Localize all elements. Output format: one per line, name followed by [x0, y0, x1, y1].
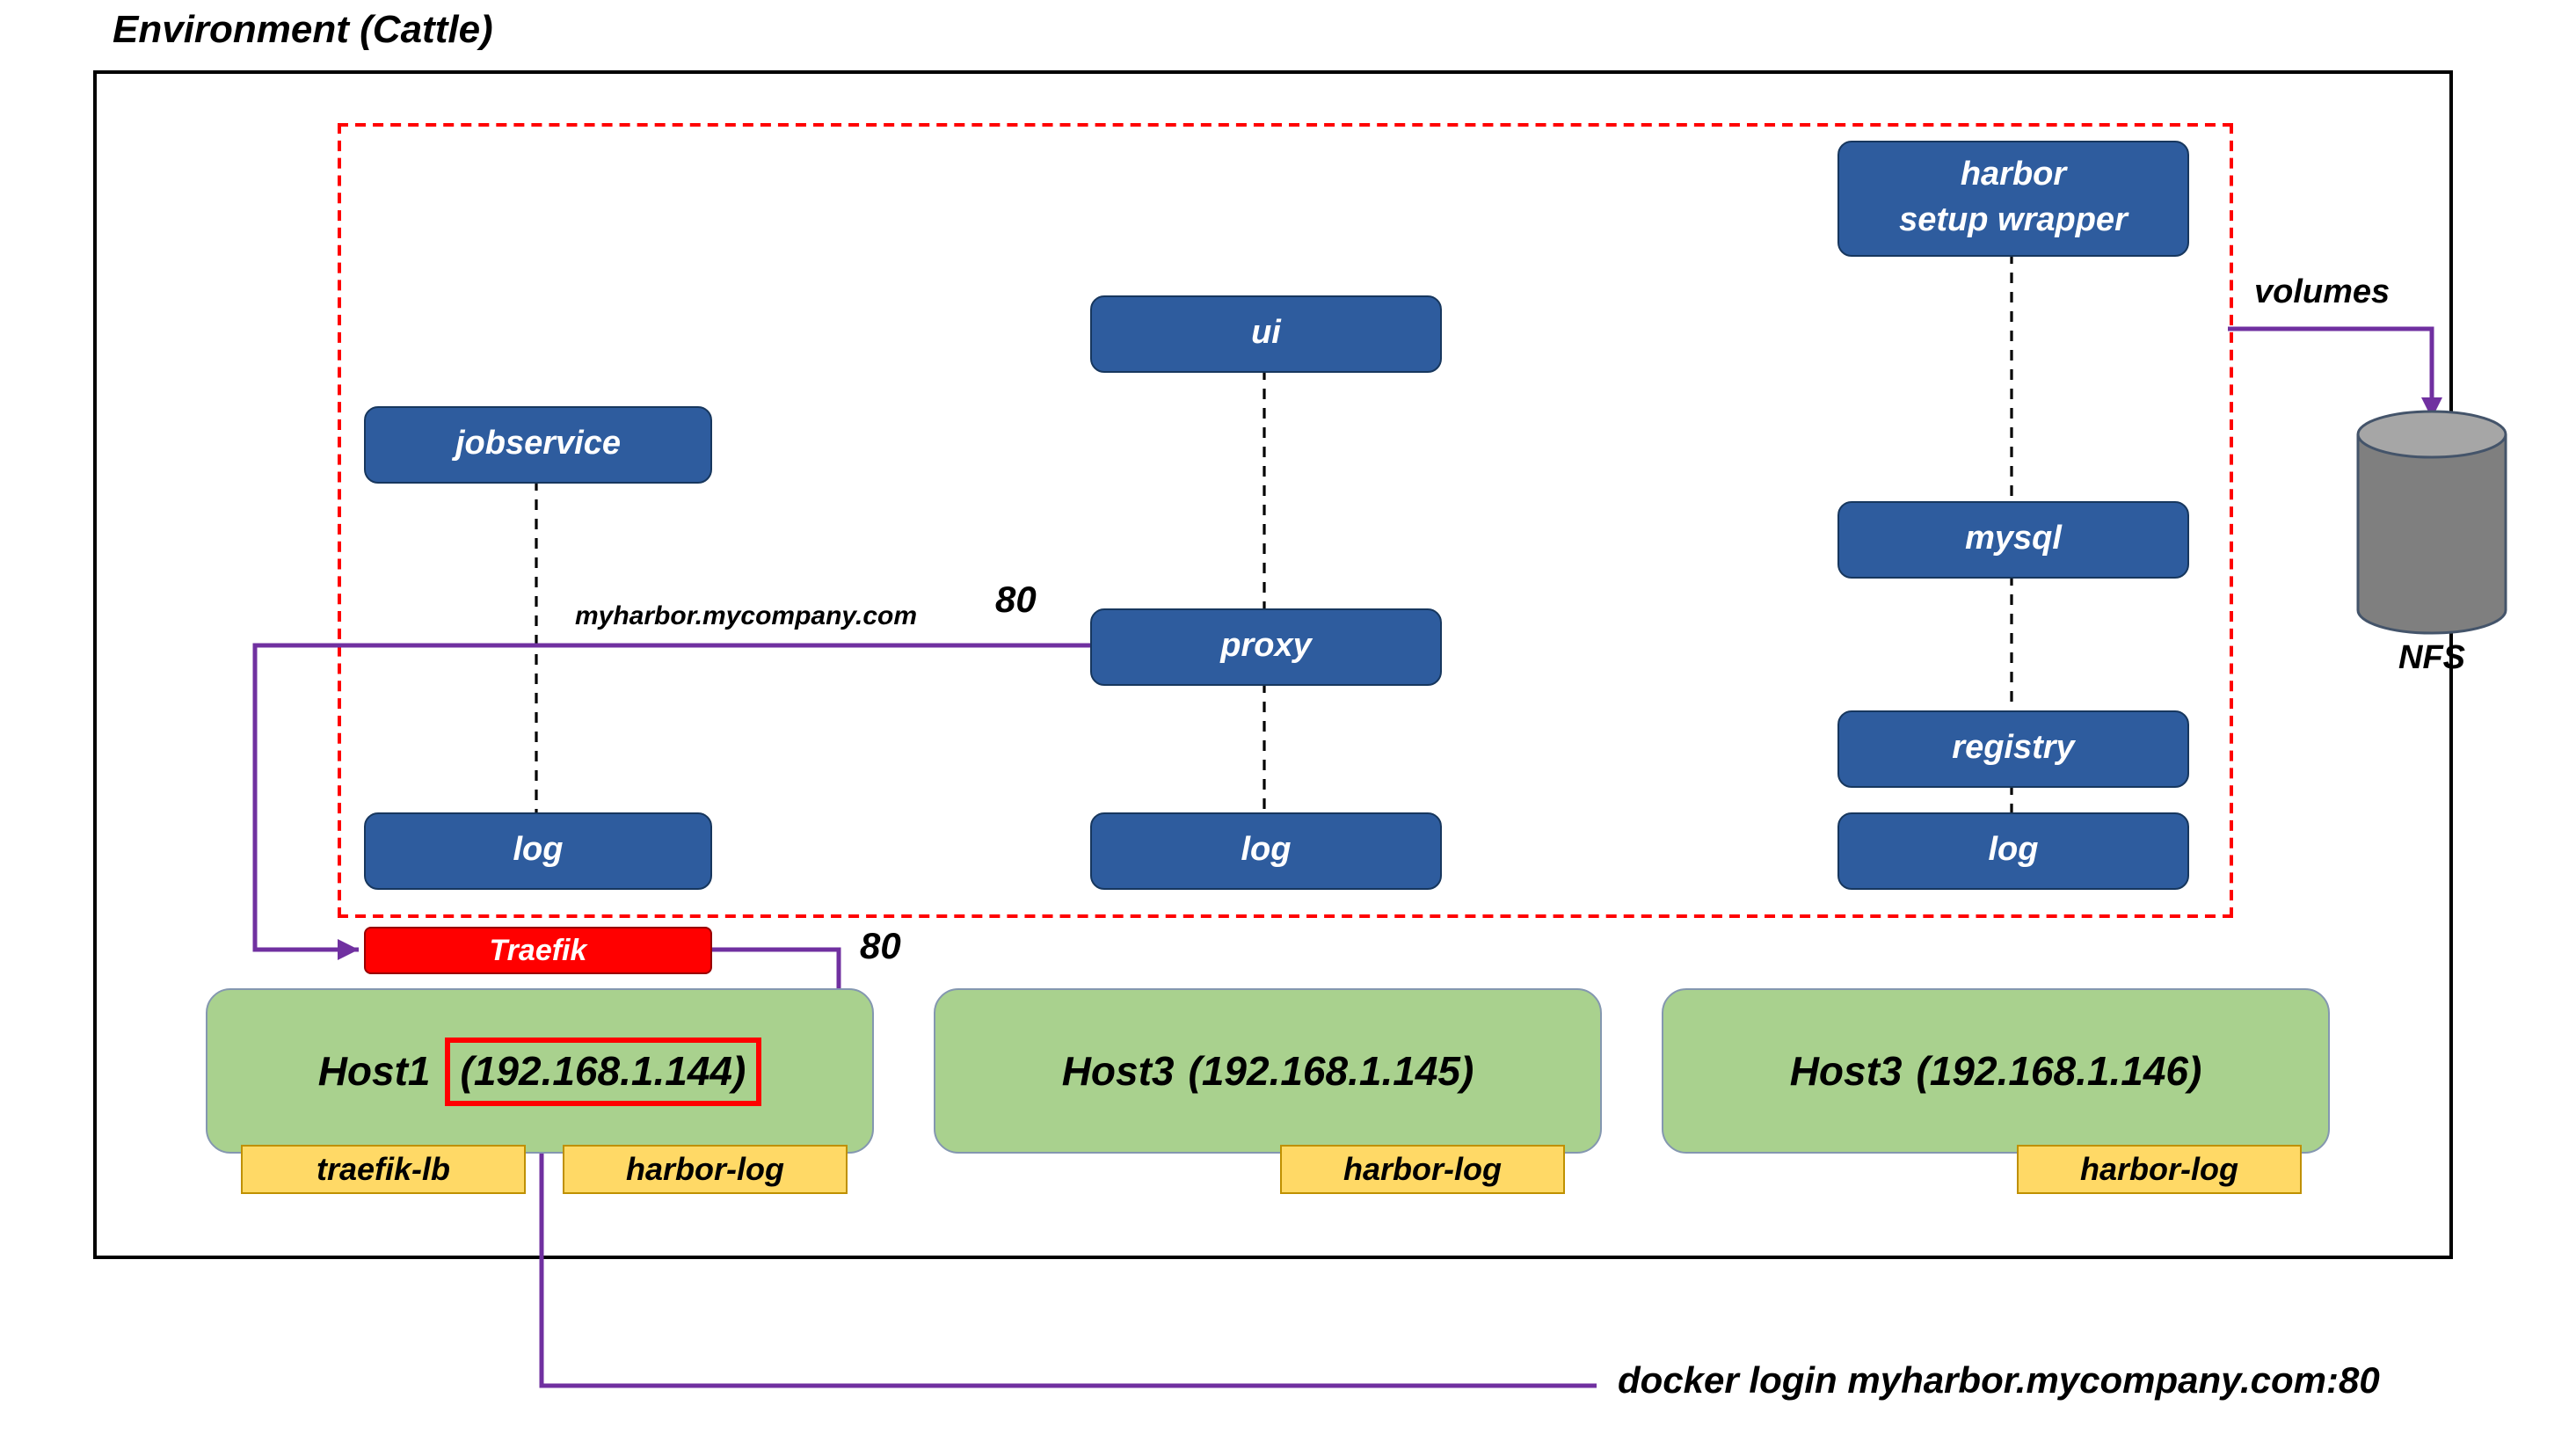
diagram-title: Environment (Cattle) — [113, 7, 493, 51]
harbor-stack-boundary — [338, 123, 2233, 918]
traefik-label: Traefik — [489, 933, 587, 966]
host-ip: (192.168.1.145) — [1188, 1047, 1474, 1093]
tag-label: traefik-lb — [316, 1151, 451, 1186]
nfs-cylinder-body — [2358, 434, 2506, 610]
docker-login-to-host1-arrow — [531, 1115, 1597, 1388]
host-ip: (192.168.1.146) — [1916, 1047, 2202, 1093]
service-box-log-middle: log — [1090, 812, 1442, 890]
tag-label: harbor-log — [2080, 1151, 2238, 1186]
volumes-to-nfs-arrow — [2228, 326, 2442, 419]
tag-harbor-log-1: harbor-log — [563, 1145, 848, 1194]
host-name: Host1 — [317, 1047, 431, 1093]
host-box-2: Host3 (192.168.1.145) — [934, 988, 1602, 1154]
docker-login-annotation: docker login myharbor.mycompany.com:80 — [1618, 1361, 2380, 1402]
host-name: Host3 — [1789, 1047, 1903, 1093]
proxy-to-traefik-arrow — [252, 643, 1090, 960]
nfs-cylinder — [2356, 410, 2507, 635]
host-name: Host3 — [1061, 1047, 1175, 1093]
host-box-3: Host3 (192.168.1.146) — [1662, 988, 2330, 1154]
traefik-box: Traefik — [364, 927, 712, 974]
service-box-jobservice: jobservice — [364, 406, 712, 484]
host-box-1: Host1 (192.168.1.144) — [206, 988, 874, 1154]
tag-label: harbor-log — [626, 1151, 784, 1186]
service-label: proxy — [1220, 628, 1312, 666]
service-box-log-right: log — [1837, 812, 2189, 890]
nfs-cylinder-top — [2356, 410, 2507, 459]
volumes-annotation: volumes — [2254, 274, 2390, 311]
tag-traefik-lb: traefik-lb — [241, 1145, 526, 1194]
service-label: harbor — [1960, 157, 2067, 194]
tag-harbor-log-3: harbor-log — [2017, 1145, 2302, 1194]
service-box-harbor-setup-wrapper: harbor setup wrapper — [1837, 141, 2189, 257]
service-label: log — [1988, 832, 2039, 870]
service-label: log — [1241, 832, 1292, 870]
traefik-port-annotation: 80 — [860, 927, 901, 967]
nfs-label: NFS — [2398, 640, 2465, 677]
host-ip-highlight: (192.168.1.144) — [444, 1037, 762, 1105]
service-label: mysql — [1965, 521, 2062, 558]
service-label: setup wrapper — [1899, 202, 2128, 239]
service-label: jobservice — [455, 426, 621, 463]
service-box-registry: registry — [1837, 710, 2189, 788]
proxy-port-annotation: 80 — [995, 580, 1037, 621]
service-box-ui: ui — [1090, 295, 1442, 373]
tag-harbor-log-2: harbor-log — [1280, 1145, 1565, 1194]
nfs-cylinder-sides — [2356, 434, 2507, 610]
service-label: log — [513, 832, 564, 870]
tag-label: harbor-log — [1343, 1151, 1502, 1186]
service-label: registry — [1952, 730, 2075, 768]
service-label: ui — [1251, 315, 1281, 353]
domain-annotation: myharbor.mycompany.com — [575, 601, 918, 631]
service-box-mysql: mysql — [1837, 501, 2189, 579]
service-box-log-left: log — [364, 812, 712, 890]
service-box-proxy: proxy — [1090, 608, 1442, 686]
